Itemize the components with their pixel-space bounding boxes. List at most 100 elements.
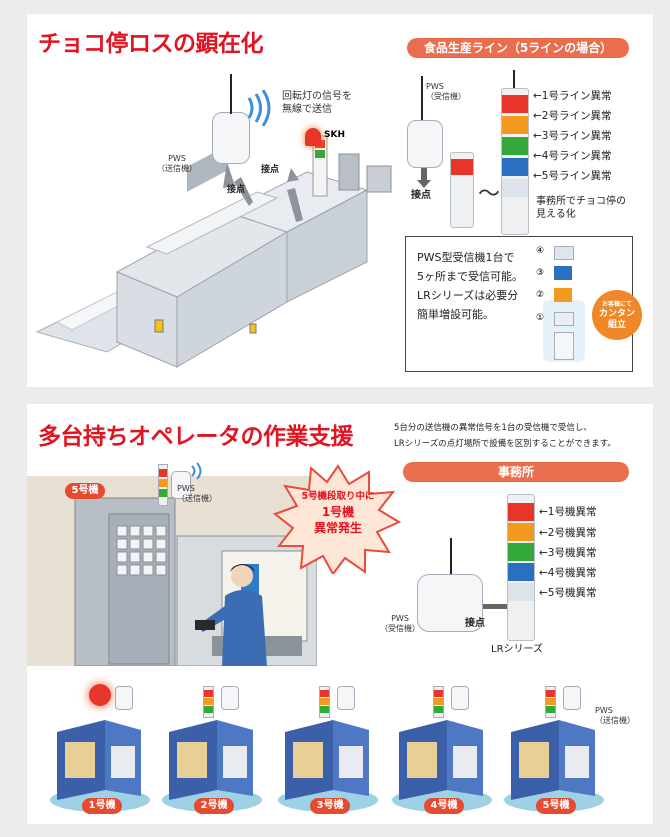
tilde-symbol: 〜: [478, 182, 501, 207]
antenna-icon: [230, 74, 232, 114]
section2-desc-line2: LRシリーズの点灯場所で設備を区別することができます。: [394, 439, 616, 449]
section-multi-machine-operator: 多台持ちオペレータの作業支援 5台分の送信機の異常信号を1台の受信機で受信し、 …: [27, 404, 653, 824]
single-signal-tower: [450, 152, 474, 228]
receiver-label: PWS （受信機）: [426, 82, 466, 102]
module-number-2: ②: [536, 290, 545, 300]
arrow-down-head-icon: [417, 180, 431, 188]
info-line-1: PWS型受信機1台で: [417, 251, 515, 264]
machine-3-transmitter: [337, 686, 355, 710]
section2-desc-line1: 5台分の送信機の異常信号を1台の受信機で受信し、: [394, 423, 592, 433]
office-receiver-label: PWS （受信機）: [380, 614, 420, 634]
pws-transmitter-label-line2: （送信機）: [157, 164, 197, 173]
badge-line2: カンタン: [598, 309, 635, 319]
machine5-signal-tower: [158, 464, 168, 506]
contact-label-lower: 接点: [227, 185, 246, 195]
easy-assembly-badge: お客様にて カンタン 組立: [592, 290, 642, 340]
info-line-3: LRシリーズは必要分: [417, 289, 519, 302]
arrow-right-icon: [483, 604, 513, 609]
machine-alarm-4: ←4号機異常: [539, 567, 597, 579]
wireless-signal-icon-machine5: [191, 462, 202, 480]
office-note: 事務所でチョコ停の 見える化: [536, 195, 626, 221]
pws-transmitter-label-line1: PWS: [168, 154, 186, 163]
pws-transmitter-label: PWS （送信機）: [157, 154, 197, 174]
line-alarm-5: ←5号ライン異常: [533, 170, 612, 182]
machine-operator-illustration: [27, 476, 317, 666]
arrow-down-icon: [421, 168, 427, 182]
line-alarm-3: ←3号ライン異常: [533, 130, 612, 142]
antenna-icon-tower: [513, 70, 515, 90]
info-line-4: 簡単増設可能。: [417, 308, 494, 321]
food-line-header: 食品生産ライン（5ラインの場合）: [407, 38, 629, 58]
machine-row: 1号機 2号機: [27, 672, 653, 822]
info-line-2: 5ヶ所まで受信可能。: [417, 270, 523, 283]
module-number-4: ④: [536, 246, 545, 256]
receiver-label-line1: PWS: [426, 82, 444, 91]
machine-alarm-1: ←1号機異常: [539, 506, 597, 518]
wireless-note-line2: 無線で送信: [282, 104, 332, 115]
wireless-note-line1: 回転灯の信号を: [282, 91, 352, 102]
info-box-text: PWS型受信機1台で 5ヶ所まで受信可能。 LRシリーズは必要分 簡単増設可能。: [417, 248, 523, 324]
office-contact-label: 接点: [465, 618, 485, 629]
receiver-contact-label: 接点: [411, 190, 431, 201]
section2-description: 5台分の送信機の異常信号を1台の受信機で受信し、 LRシリーズの点灯場所で設備を…: [394, 420, 616, 452]
operator-scene: [27, 476, 317, 666]
machine-5-label: 5号機: [536, 798, 576, 814]
machine-2-transmitter: [221, 686, 239, 710]
machine-5-signal-tower: [545, 686, 556, 718]
machine-alarm-3: ←3号機異常: [539, 547, 597, 559]
machine-4-label: 4号機: [424, 798, 464, 814]
burst-line2: 1号機: [321, 505, 355, 519]
machine-5: [499, 672, 609, 822]
machine5-tag: 5号機: [65, 483, 105, 499]
module-4: [554, 246, 574, 260]
section1-title: チョコ停ロスの顕在化: [38, 31, 264, 57]
line-alarm-1: ←1号ライン異常: [533, 90, 612, 102]
machine-1-label: 1号機: [82, 798, 122, 814]
module-1: [554, 312, 574, 326]
machine-2-signal-tower: [203, 686, 214, 718]
right-pws-line1: PWS: [595, 706, 613, 715]
machine5-transmitter: [171, 471, 191, 499]
wireless-note: 回転灯の信号を 無線で送信: [282, 90, 352, 116]
lr-series-label: LRシリーズ: [491, 644, 544, 655]
badge-line3: 組立: [607, 320, 626, 330]
machine-alarm-2: ←2号機異常: [539, 527, 597, 539]
machine5-pws-label: PWS （送信機）: [177, 484, 217, 504]
machine-3-signal-tower: [319, 686, 330, 718]
alert-burst-text: 5号機段取り中に 1号機 異常発生: [289, 490, 387, 536]
office-receiver-antenna-icon: [450, 538, 452, 580]
machine-3-label: 3号機: [310, 798, 350, 814]
machine-1: [45, 672, 155, 822]
machine5-pws-line2: （送信機）: [177, 494, 217, 503]
machine-5-transmitter: [563, 686, 581, 710]
office-pws-receiver: [417, 574, 483, 632]
receiver-antenna-icon: [421, 76, 423, 121]
burst-line3: 異常発生: [313, 521, 362, 535]
office-header: 事務所: [403, 462, 629, 482]
right-pws-line2: （送信機）: [595, 716, 635, 725]
module-number-1: ①: [536, 313, 545, 323]
badge-line1: お客様にて: [601, 301, 632, 308]
office-note-line2: 見える化: [536, 209, 576, 220]
section2-title: 多台持ちオペレータの作業支援: [38, 424, 354, 450]
office-receiver-line1: PWS: [391, 614, 409, 623]
machine5-pws-line1: PWS: [177, 484, 195, 493]
machine-1-alarm-light-icon: [89, 684, 111, 706]
receiver-label-line2: （受信機）: [426, 92, 466, 101]
right-pws-label: PWS （送信機）: [595, 706, 635, 726]
section-chocolate-stop: チョコ停ロスの顕在化 回転灯の信号: [27, 14, 653, 387]
machine-2-label: 2号機: [194, 798, 234, 814]
office-note-line1: 事務所でチョコ停の: [536, 196, 626, 207]
machine-alarm-5: ←5号機異常: [539, 587, 597, 599]
pws-receiver-device: [407, 120, 443, 168]
rotating-light-icon: [305, 128, 321, 146]
burst-line1: 5号機段取り中に: [301, 491, 375, 502]
contact-label-upper: 接点: [261, 165, 280, 175]
machine-5-platform: [504, 720, 604, 812]
alert-burst-icon: [273, 464, 402, 574]
module-2: [554, 288, 572, 302]
office-receiver-line2: （受信機）: [380, 624, 420, 633]
lr-series-tower: [507, 494, 535, 641]
module-number-3: ③: [536, 268, 545, 278]
five-tier-signal-tower: [501, 88, 529, 235]
